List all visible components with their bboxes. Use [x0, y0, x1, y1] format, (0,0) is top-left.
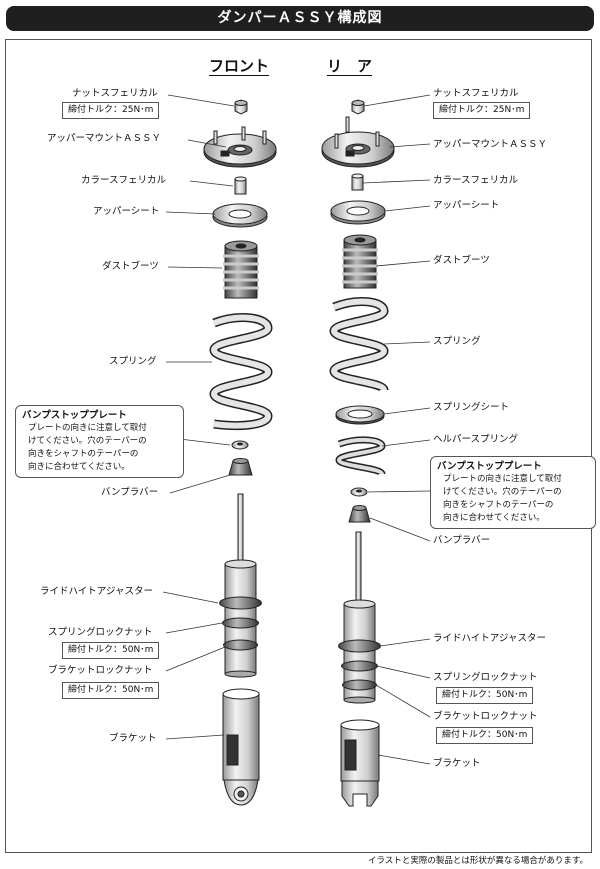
front-label-upper-mount: アッパーマウントＡＳＳＹ — [47, 133, 162, 144]
rear-torque-spring-lock-nut: 締付トルク：50N･m — [436, 687, 534, 704]
front-collar-spherical — [234, 176, 247, 195]
rear-label-collar-spherical: カラースフェリカル — [433, 175, 519, 186]
diagram-frame — [5, 39, 592, 853]
rear-dust-boot — [342, 234, 378, 289]
rear-label-spring-seat: スプリングシート — [433, 402, 510, 413]
front-label-ride-height-adjuster: ライドハイトアジャスター — [40, 586, 153, 597]
rear-helper-spring — [335, 436, 386, 478]
rear-nut-spherical — [351, 99, 365, 115]
column-heading-rear: リ ア — [327, 57, 373, 76]
rear-label-ride-height-adjuster: ライドハイトアジャスター — [433, 633, 546, 644]
rear-bracket — [340, 719, 380, 807]
rear-label-upper-mount: アッパーマウントＡＳＳＹ — [433, 139, 548, 150]
front-torque-bracket-lock-nut: 締付トルク：50N･m — [62, 682, 160, 699]
rear-bump-stop-plate-instructions: プレートの向きに注意して取付 けてください。穴のテーパーの 向きをシャフトのテー… — [443, 474, 562, 523]
front-label-bracket-lock-nut: ブラケットロックナット — [48, 665, 153, 676]
page-title: ダンパーＡＳＳＹ構成図 — [6, 6, 594, 31]
rear-bump-stop-plate — [350, 487, 368, 497]
rear-label-spring-lock-nut: スプリングロックナット — [433, 672, 538, 683]
front-bump-stop-plate-note: バンプストッププレート プレートの向きに注意して取付 けてください。穴のテーパー… — [15, 405, 184, 478]
rear-label-upper-seat: アッパーシート — [433, 200, 500, 211]
front-label-bump-stop-plate: バンプストッププレート — [22, 410, 127, 421]
front-label-collar-spherical: カラースフェリカル — [81, 175, 167, 186]
rear-label-dust-boot: ダストブーツ — [433, 255, 490, 266]
rear-label-spring: スプリング — [433, 336, 481, 347]
rear-label-bracket-lock-nut: ブラケットロックナット — [433, 711, 538, 722]
front-dust-boot — [223, 240, 259, 299]
rear-torque-bracket-lock-nut: 締付トルク：50N･m — [436, 727, 534, 744]
front-bump-stop-plate — [231, 440, 249, 450]
front-label-nut-spherical: ナットスフェリカル — [72, 88, 158, 99]
front-torque-nut-spherical: 締付トルク：25N･m — [62, 102, 160, 119]
rear-label-bump-rubber: バンプラバー — [433, 535, 491, 546]
rear-upper-mount — [321, 116, 395, 168]
front-torque-spring-lock-nut: 締付トルク：50N･m — [62, 642, 160, 659]
front-spring — [209, 313, 273, 431]
front-label-bump-rubber: バンプラバー — [101, 487, 159, 498]
rear-label-bracket: ブラケット — [433, 758, 481, 769]
front-nut-spherical — [234, 99, 248, 115]
front-bump-rubber — [228, 458, 253, 476]
rear-spring-seat — [335, 405, 385, 425]
rear-bump-stop-plate-note: バンプストッププレート プレートの向きに注意して取付 けてください。穴のテーパー… — [430, 456, 596, 529]
rear-damper-body — [338, 531, 381, 704]
front-label-spring-lock-nut: スプリングロックナット — [48, 627, 153, 638]
front-damper-body — [219, 493, 262, 678]
rear-label-bump-stop-plate: バンプストッププレート — [437, 461, 542, 472]
front-label-spring: スプリング — [109, 356, 157, 367]
footnote: イラストと実際の製品とは形状が異なる場合があります。 — [368, 856, 588, 866]
front-upper-seat — [212, 203, 268, 228]
front-bump-stop-plate-instructions: プレートの向きに注意して取付 けてください。穴のテーパーの 向きをシャフトのテー… — [28, 423, 147, 472]
rear-label-helper-spring: ヘルパースプリング — [433, 434, 519, 445]
rear-spring — [329, 297, 389, 393]
front-bracket — [222, 688, 260, 806]
rear-label-nut-spherical: ナットスフェリカル — [433, 88, 519, 99]
rear-upper-seat — [330, 200, 386, 225]
rear-bump-rubber — [348, 505, 371, 523]
column-heading-front: フロント — [209, 57, 270, 76]
front-upper-mount — [203, 126, 277, 168]
rear-collar-spherical — [351, 173, 364, 191]
front-label-dust-boot: ダストブーツ — [102, 261, 159, 272]
rear-torque-nut-spherical: 締付トルク：25N･m — [433, 102, 531, 119]
front-label-bracket: ブラケット — [109, 733, 157, 744]
front-label-upper-seat: アッパーシート — [93, 206, 160, 217]
